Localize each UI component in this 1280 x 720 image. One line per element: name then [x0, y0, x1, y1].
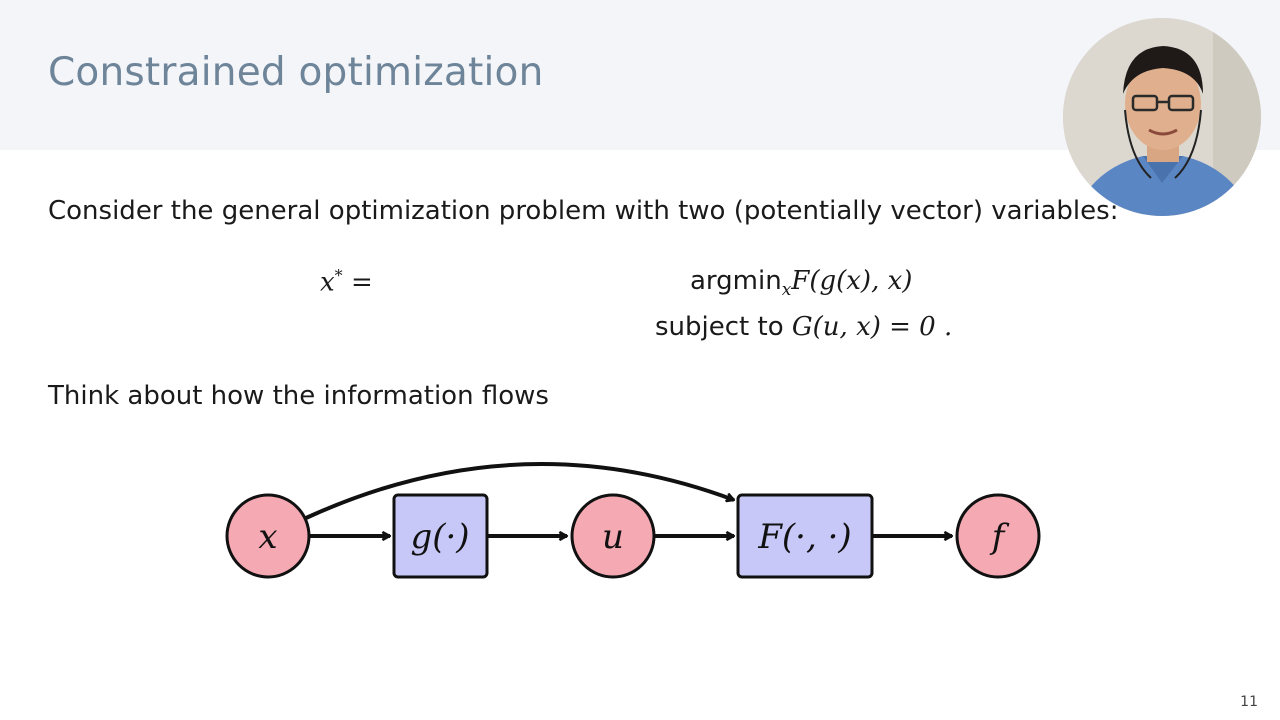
argmin-word: argmin — [690, 266, 782, 296]
equation-lhs-var: x — [320, 267, 335, 298]
node-F-label: F(·, ·) — [757, 517, 851, 557]
node-f-circle — [955, 493, 1041, 579]
node-g-label: g(·) — [410, 517, 469, 557]
argmin-subscript: x — [781, 280, 792, 301]
node-u-label: u — [602, 517, 624, 557]
node-x-circle — [225, 493, 311, 579]
node-u-circle — [570, 493, 656, 579]
node-x-label: x — [258, 517, 277, 557]
equation-lhs-star: * — [334, 266, 343, 285]
constraint-expression: G(u, x) = 0 . — [791, 312, 953, 342]
equation-lhs: x* = — [320, 266, 373, 298]
objective-expression: F(g(x), x) — [791, 266, 913, 296]
information-flow-text: Think about how the information flows — [48, 381, 549, 411]
page-number: 11 — [1240, 694, 1258, 710]
presenter-webcam-icon — [1063, 18, 1261, 216]
equation-objective-line: argminxF(g(x), x) — [690, 266, 912, 300]
slide-title: Constrained optimization — [48, 50, 544, 95]
equation-equals: = — [350, 267, 373, 298]
subject-to-text: subject to — [655, 312, 784, 342]
node-F-box — [736, 493, 874, 579]
equation-constraint-line: subject to G(u, x) = 0 . — [655, 312, 952, 342]
node-g-box — [392, 493, 489, 579]
intro-text: Consider the general optimization proble… — [48, 196, 1119, 226]
edge-x-to-F-curved — [305, 462, 734, 520]
